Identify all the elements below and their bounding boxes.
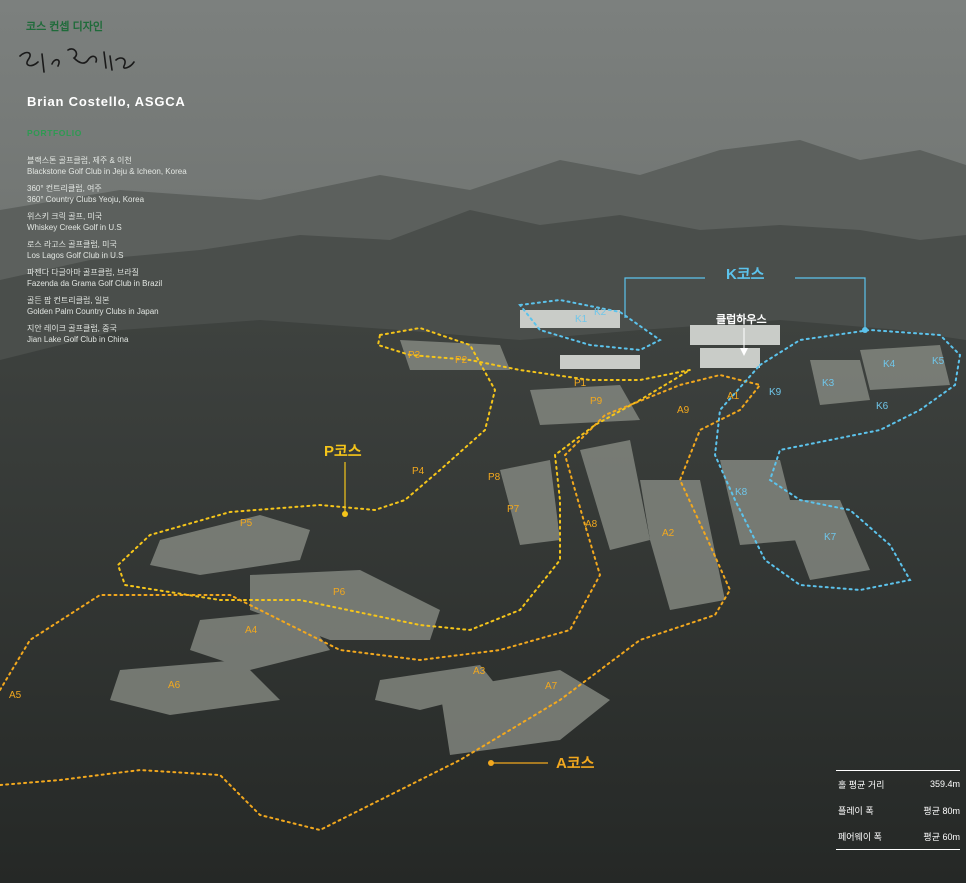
stat-value: 평균 60m — [923, 831, 960, 842]
portfolio-item-english: Los Lagos Golf Club in U.S — [27, 251, 124, 260]
hole-label-k3: K3 — [822, 378, 835, 389]
portfolio-item-korean: 위스키 크릭 골프, 미국 — [27, 212, 103, 221]
portfolio-item-korean: 로스 라고스 골프클럽, 미국 — [27, 240, 117, 249]
portfolio-item-english: Blackstone Golf Club in Jeju & Icheon, K… — [27, 167, 187, 176]
k-course-boundary-east — [713, 328, 962, 592]
portfolio-item: 지안 레이크 골프클럽, 중국 Jian Lake Golf Club in C… — [27, 323, 187, 345]
portfolio-item: 360° 컨트리클럽, 여주 360° Country Clubs Yeoju,… — [27, 183, 187, 205]
hole-label-k2: K2 — [594, 307, 607, 318]
portfolio-item-korean: 블랙스톤 골프클럽, 제주 & 이천 — [27, 156, 132, 165]
hole-label-k6: K6 — [876, 401, 889, 412]
stats-top-rule — [836, 770, 960, 771]
hole-label-p1: P1 — [574, 378, 587, 389]
portfolio-item-english: Jian Lake Golf Club in China — [27, 335, 129, 344]
portfolio-item: 위스키 크릭 골프, 미국 Whiskey Creek Golf in U.S — [27, 211, 187, 233]
callout-lines — [342, 277, 868, 766]
p-course-dot — [342, 511, 348, 517]
portfolio-item-english: Fazenda da Grama Golf Club in Brazil — [27, 279, 163, 288]
p-course-boundary — [116, 326, 691, 632]
course-label-k: K코스 — [726, 266, 765, 283]
portfolio-item: 파젠다 다글아마 골프클럽, 브라질 Fazenda da Grama Golf… — [27, 267, 187, 289]
stat-value: 359.4m — [929, 779, 960, 789]
hole-label-k1: K1 — [575, 314, 588, 325]
portfolio-heading: PORTFOLIO — [27, 128, 82, 138]
hole-label-a9: A9 — [677, 405, 690, 416]
portfolio-item-korean: 360° 컨트리클럽, 여주 — [27, 184, 102, 193]
hole-label-a5: A5 — [9, 690, 22, 701]
clubhouse-buildings — [520, 310, 780, 369]
a-course-boundary — [0, 373, 762, 832]
stat-row: 홀 평균 거리 359.4m — [836, 771, 960, 797]
hole-label-k8: K8 — [735, 487, 748, 498]
stat-label: 홀 평균 거리 — [838, 779, 885, 790]
page-title: 코스 컨셉 디자인 — [26, 21, 103, 33]
portfolio-item: 블랙스톤 골프클럽, 제주 & 이천 Blackstone Golf Club … — [27, 155, 187, 177]
hole-label-p7: P7 — [507, 504, 520, 515]
portfolio-item-english: Golden Palm Country Clubs in Japan — [27, 307, 159, 316]
course-label-a: A코스 — [556, 755, 595, 772]
hole-label-k5: K5 — [932, 356, 945, 367]
a-course-dot — [488, 760, 494, 766]
portfolio-item-english: Whiskey Creek Golf in U.S — [27, 223, 122, 232]
clubhouse-label: 클럽하우스 — [716, 314, 767, 326]
k-course-dot — [862, 327, 868, 333]
stat-value: 평균 80m — [923, 805, 960, 816]
hole-label-a2: A2 — [662, 528, 675, 539]
portfolio-item-korean: 파젠다 다글아마 골프클럽, 브라질 — [27, 268, 139, 277]
hole-label-a6: A6 — [168, 680, 181, 691]
hole-label-a8: A8 — [585, 519, 598, 530]
designer-name: Brian Costello, ASGCA — [27, 94, 186, 109]
stat-label: 페어웨이 폭 — [838, 831, 882, 842]
course-stats: 홀 평균 거리 359.4m 플레이 폭 평균 80m 페어웨이 폭 평균 60… — [836, 770, 960, 850]
hole-label-p3: P3 — [408, 350, 421, 361]
hole-label-p8: P8 — [488, 472, 501, 483]
hole-label-p4: P4 — [412, 466, 425, 477]
portfolio-item: 로스 라고스 골프클럽, 미국 Los Lagos Golf Club in U… — [27, 239, 187, 261]
hole-label-p6: P6 — [333, 587, 346, 598]
portfolio-list: 블랙스톤 골프클럽, 제주 & 이천 Blackstone Golf Club … — [27, 155, 187, 351]
stat-row: 플레이 폭 평균 80m — [836, 797, 960, 823]
course-label-p: P코스 — [324, 443, 362, 460]
hole-label-p2: P2 — [455, 355, 468, 366]
hole-label-k9: K9 — [769, 387, 782, 398]
stat-row: 페어웨이 폭 평균 60m — [836, 823, 960, 849]
designer-signature — [19, 48, 135, 73]
hole-label-p5: P5 — [240, 518, 253, 529]
hole-label-a7: A7 — [545, 681, 558, 692]
hole-label-k4: K4 — [883, 359, 896, 370]
k-course-boundary-north — [518, 298, 662, 352]
hole-label-p9: P9 — [590, 396, 603, 407]
portfolio-item-english: 360° Country Clubs Yeoju, Korea — [27, 195, 145, 204]
portfolio-item: 골든 팜 컨트리클럽, 일본 Golden Palm Country Clubs… — [27, 295, 187, 317]
stats-bottom-rule — [836, 849, 960, 850]
fairways — [110, 340, 950, 755]
portfolio-item-korean: 골든 팜 컨트리클럽, 일본 — [27, 296, 110, 305]
portfolio-item-korean: 지안 레이크 골프클럽, 중국 — [27, 324, 117, 333]
hole-label-a4: A4 — [245, 625, 258, 636]
hole-label-a3: A3 — [473, 666, 486, 677]
hole-label-a1: A1 — [727, 391, 740, 402]
hole-label-k7: K7 — [824, 532, 837, 543]
stat-label: 플레이 폭 — [838, 805, 874, 816]
